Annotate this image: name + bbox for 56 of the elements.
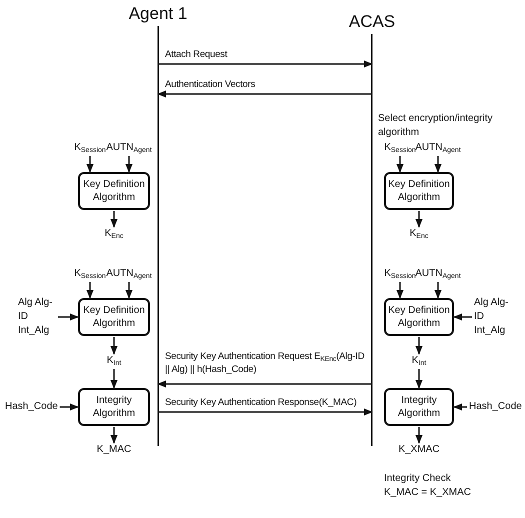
input-label: K$_{Enc}$: [104, 227, 124, 241]
arrow: [434, 282, 442, 299]
algorithm-box: Integrity Algorithm: [384, 388, 454, 426]
message-label: Authentication Vectors: [165, 78, 256, 91]
arrow: [396, 282, 404, 299]
input-label: AUTN$_{Agent}$: [106, 141, 152, 155]
input-label: K$_{Session}$: [384, 141, 416, 155]
arrow: [125, 282, 133, 299]
arrow: [110, 427, 118, 444]
note-text: Integrity Check K_MAC = K_XMAC: [384, 472, 472, 500]
arrow: [58, 313, 79, 321]
arrow: [60, 403, 79, 411]
algorithm-box: Key Definition Algorithm: [78, 298, 150, 336]
arrow: [396, 156, 404, 173]
message-arrow: [158, 60, 373, 68]
message-label: Security Key Authentication Request E$_{KEnc}$(Alg-ID || Alg) || h(Hash_Code): [165, 350, 366, 376]
arrow: [415, 369, 423, 389]
message-arrow: [157, 90, 372, 98]
input-label: K_XMAC: [398, 443, 440, 457]
arrow: [110, 337, 118, 355]
input-label: K$_{Session}$: [384, 267, 416, 281]
algorithm-box: Key Definition Algorithm: [384, 298, 454, 336]
arrow: [453, 403, 467, 411]
input-label: K$_{Int}$: [106, 354, 122, 368]
input-label: K_MAC: [96, 443, 132, 457]
input-label: K$_{Int}$: [412, 354, 426, 368]
message-label: Attach Request: [165, 48, 228, 61]
message-label: Security Key Authentication Response(K_MAC): [165, 396, 357, 409]
input-label: Alg Alg-ID Int_Alg: [18, 296, 56, 338]
input-label: Alg Alg-ID Int_Alg: [474, 296, 514, 338]
input-label: AUTN$_{Agent}$: [415, 267, 461, 281]
message-arrow: [158, 408, 373, 416]
algorithm-box: Integrity Algorithm: [78, 388, 150, 426]
input-label: K$_{Session}$: [74, 141, 106, 155]
algorithm-box: Key Definition Algorithm: [78, 172, 150, 210]
input-label: AUTN$_{Agent}$: [415, 141, 461, 155]
arrow: [110, 211, 118, 228]
arrow: [415, 211, 423, 228]
arrow: [86, 282, 94, 299]
input-label: K$_{Enc}$: [410, 227, 428, 241]
arrow: [415, 427, 423, 444]
arrow: [125, 156, 133, 173]
message-arrow: [157, 380, 372, 388]
arrow: [415, 337, 423, 355]
participant-label: Agent 1: [128, 4, 188, 24]
input-label: Hash_Code: [469, 400, 522, 414]
arrow: [434, 156, 442, 173]
arrow: [453, 313, 472, 321]
input-label: Hash_Code: [5, 400, 58, 414]
arrow: [110, 369, 118, 389]
input-label: AUTN$_{Agent}$: [106, 267, 152, 281]
input-label: K$_{Session}$: [74, 267, 106, 281]
algorithm-box: Key Definition Algorithm: [384, 172, 454, 210]
arrow: [86, 156, 94, 173]
note-text: Select encryption/integrity algorithm: [378, 112, 494, 140]
participant-label: ACAS: [348, 12, 396, 32]
